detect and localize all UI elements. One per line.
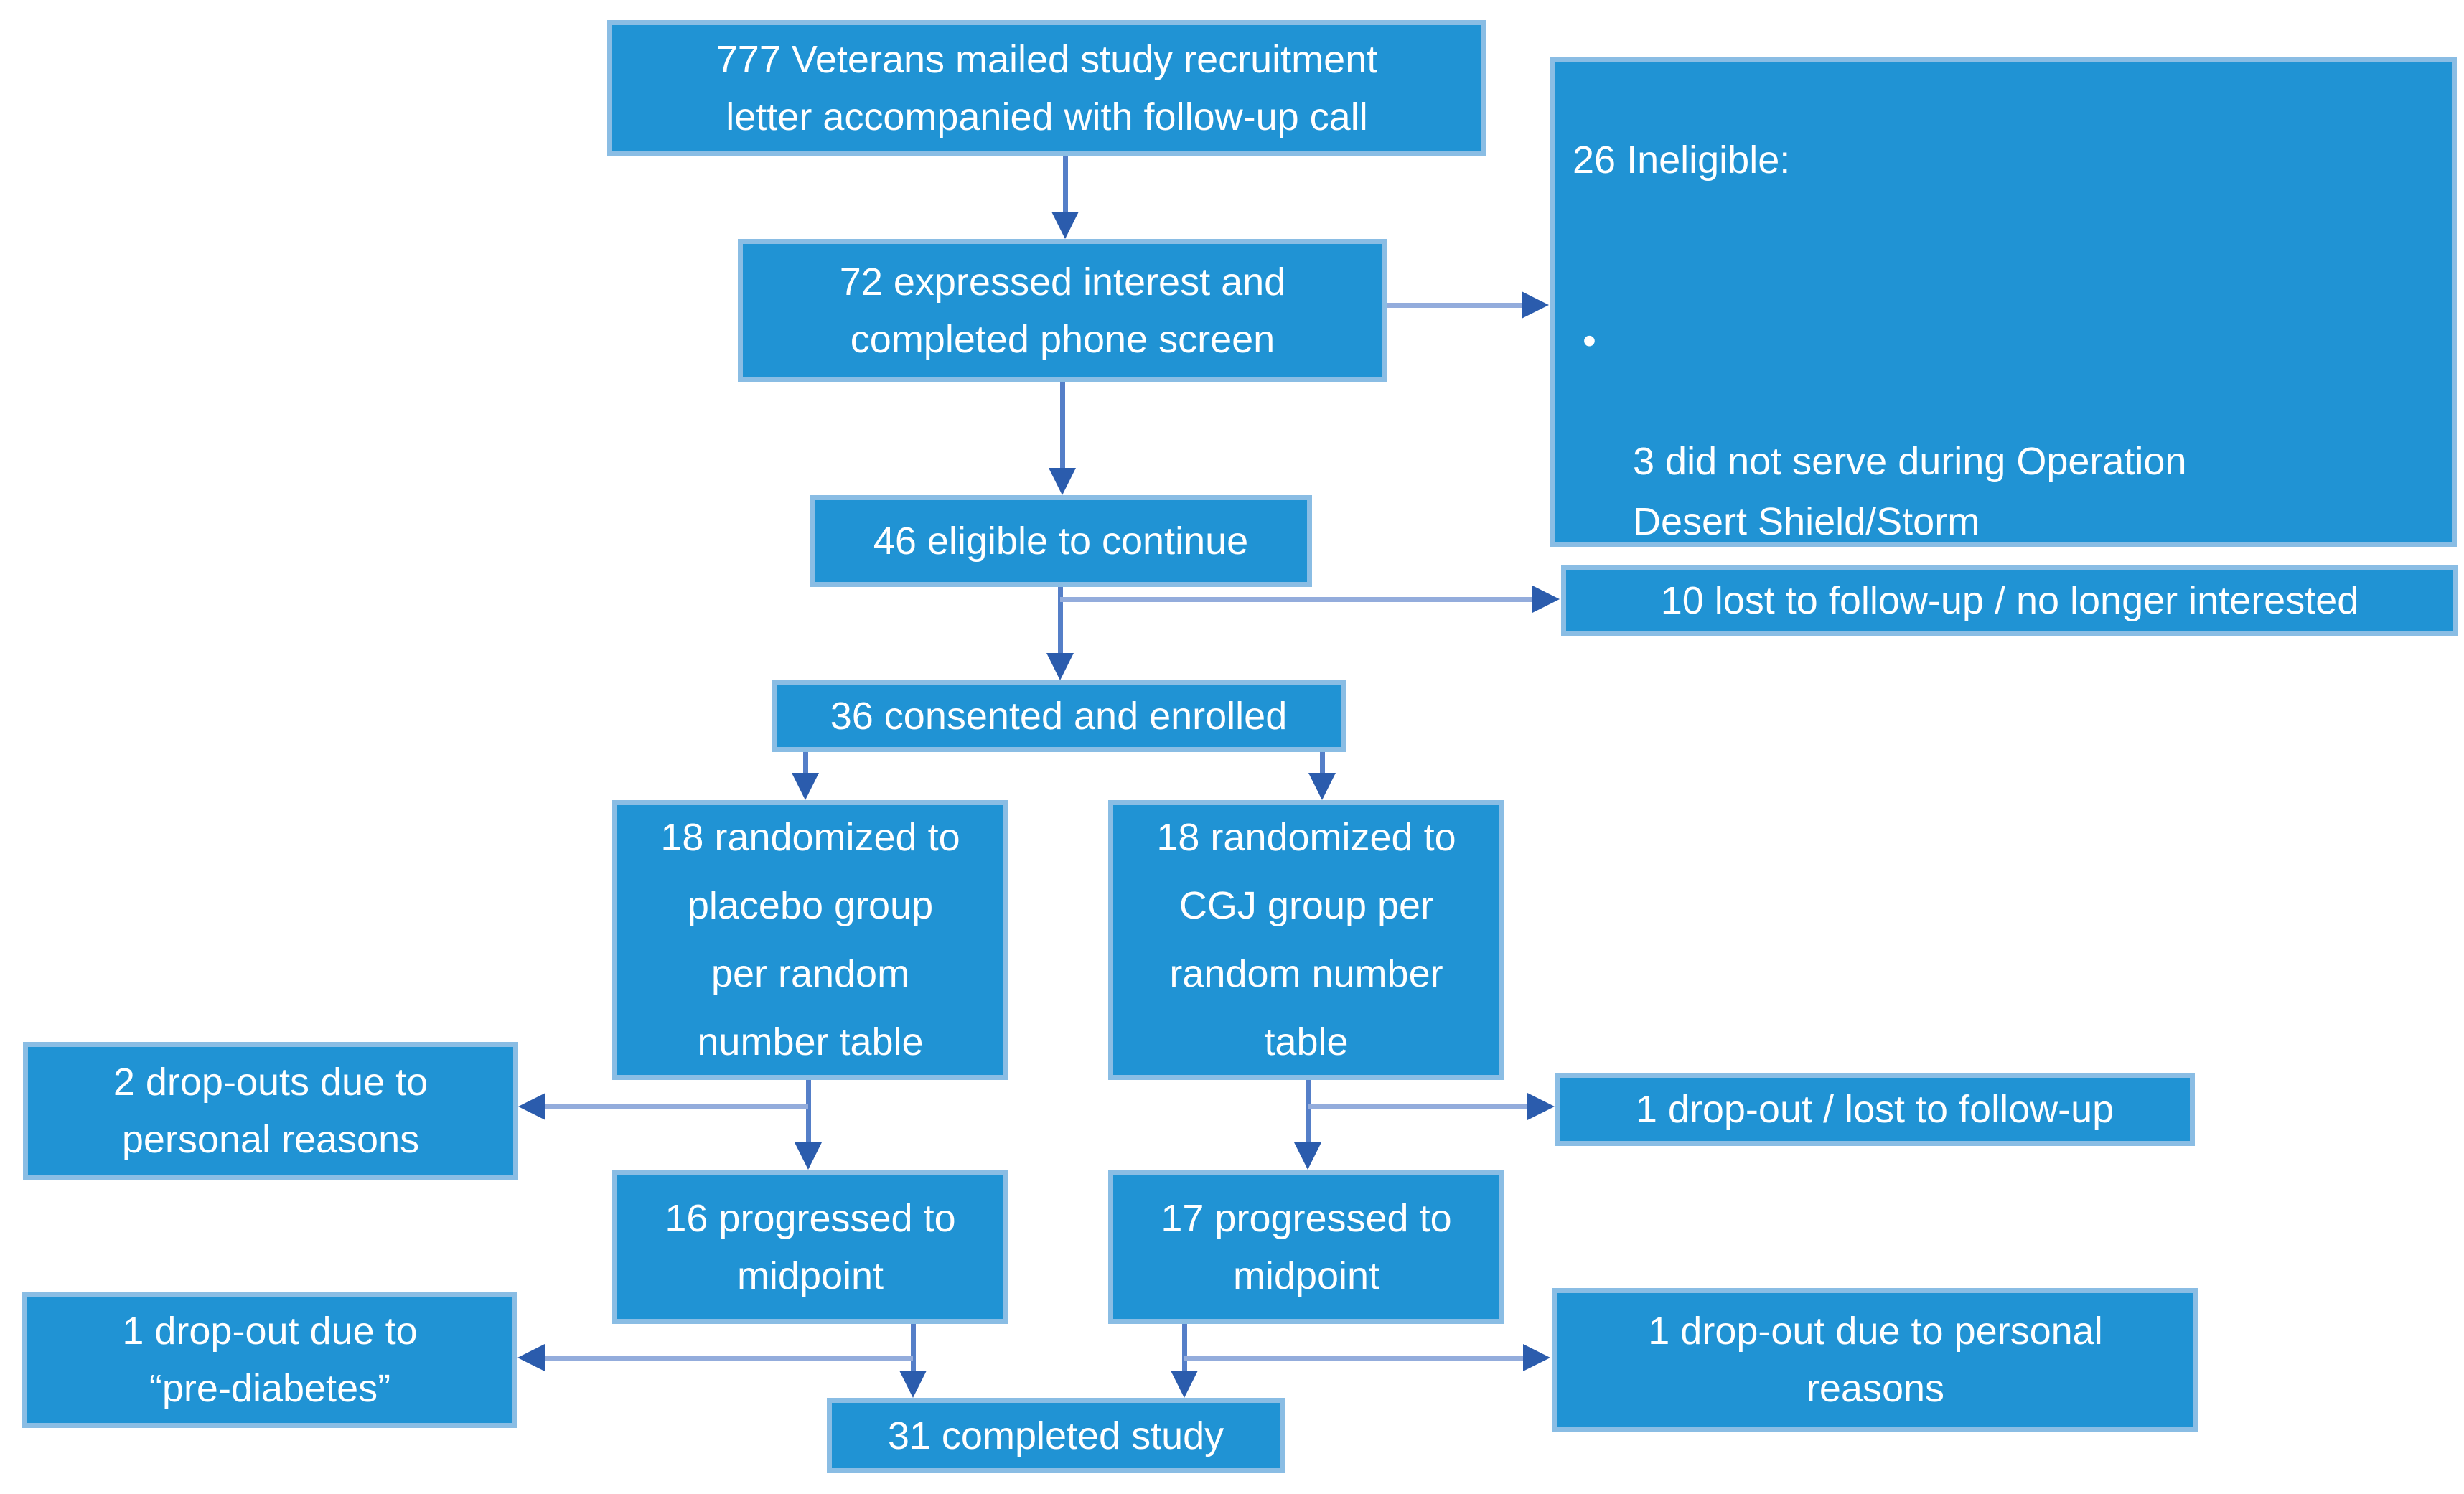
connector-cgj-to-midpoint-line <box>1306 1080 1311 1145</box>
node-46-eligible: 46 eligible to continue <box>810 495 1312 587</box>
connector-phone-to-eligible-line <box>1060 382 1065 470</box>
connector-placebo-to-midpoint-line <box>806 1080 811 1145</box>
connector-eligible-to-lost-line <box>1060 597 1532 602</box>
connector-midpoint17-to-completed-line <box>1182 1324 1187 1374</box>
node-31-completed: 31 completed study <box>827 1398 1285 1473</box>
arrowhead-right-icon <box>1522 291 1549 319</box>
node-10-lost-followup: 10 lost to follow-up / no longer interes… <box>1561 565 2458 636</box>
connector-midpoint16-to-completed-line <box>911 1324 916 1374</box>
node-26-ineligible: 26 Ineligible: • 3 did not serve during … <box>1550 57 2457 1447</box>
connector-phone-to-ineligible-line <box>1387 303 1522 308</box>
arrowhead-right-icon <box>1532 586 1560 613</box>
connector-midpoint17-to-personal-line <box>1184 1356 1523 1361</box>
node-1-dropout-personal: 1 drop-out due to personal reasons <box>1552 1288 2198 1432</box>
node-1-dropout-prediabetes: 1 drop-out due to “pre-diabetes” <box>22 1292 517 1428</box>
connector-mailed-to-phone-line <box>1063 156 1068 215</box>
node-16-midpoint: 16 progressed to midpoint <box>612 1170 1008 1324</box>
node-18-placebo: 18 randomized to placebo group per rando… <box>612 800 1008 1080</box>
bullet-icon: • <box>1583 862 1596 905</box>
connector-midpoint16-to-prediabetes-line <box>545 1356 913 1361</box>
node-777-mailed: 777 Veterans mailed study recruitment le… <box>607 20 1486 156</box>
node-18-cgj: 18 randomized to CGJ group per random nu… <box>1108 800 1504 1080</box>
arrowhead-down-icon <box>1171 1371 1198 1398</box>
ineligible-item: • 12 had exclusionary medical conditions <box>1573 612 2437 793</box>
bullet-icon: • <box>1583 319 1596 362</box>
connector-eligible-to-enrolled-line <box>1058 587 1063 656</box>
arrowhead-left-icon <box>518 1093 545 1120</box>
node-36-enrolled: 36 consented and enrolled <box>772 680 1346 752</box>
ineligible-item-text: 12 had exclusionary medical conditions <box>1633 741 2308 784</box>
connector-enrolled-to-placebo-line <box>803 752 808 776</box>
arrowhead-down-icon <box>1294 1142 1321 1170</box>
node-72-phone-screen: 72 expressed interest and completed phon… <box>738 239 1387 382</box>
connector-placebo-to-dropouts-line <box>545 1104 808 1109</box>
ineligible-item: • 3 did not serve during Operation Deser… <box>1573 311 2437 552</box>
node-17-midpoint: 17 progressed to midpoint <box>1108 1170 1504 1324</box>
node-1-dropout-followup: 1 drop-out / lost to follow-up <box>1555 1073 2195 1146</box>
arrowhead-down-icon <box>1046 653 1074 680</box>
arrowhead-down-icon <box>1308 773 1336 800</box>
ineligible-item: • 5 were greater than 65 years old <box>1573 853 2437 1034</box>
node-2-dropouts-personal: 2 drop-outs due to personal reasons <box>23 1042 518 1180</box>
arrowhead-down-icon <box>1049 468 1076 495</box>
connector-cgj-to-dropout-line <box>1308 1104 1527 1109</box>
ineligible-title: 26 Ineligible: <box>1573 138 1791 182</box>
ineligible-item-text: 3 did not serve during Operation Desert … <box>1633 440 2187 543</box>
connector-enrolled-to-cgj-line <box>1320 752 1325 776</box>
arrowhead-left-icon <box>517 1344 545 1371</box>
arrowhead-right-icon <box>1527 1093 1555 1120</box>
ineligible-item-text: 5 were greater than 65 years old <box>1633 982 2191 1025</box>
arrowhead-right-icon <box>1523 1344 1550 1371</box>
arrowhead-down-icon <box>795 1142 822 1170</box>
arrowhead-down-icon <box>899 1371 927 1398</box>
arrowhead-down-icon <box>792 773 819 800</box>
arrowhead-down-icon <box>1051 212 1079 239</box>
